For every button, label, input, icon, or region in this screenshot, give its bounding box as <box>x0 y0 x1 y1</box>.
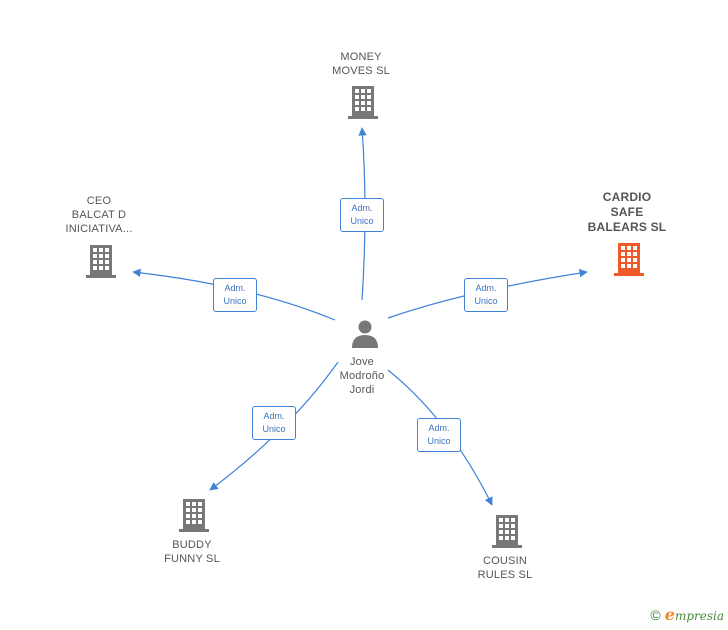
edge-label-buddy[interactable]: Adm. Unico <box>252 406 296 440</box>
edge-label-cousin[interactable]: Adm. Unico <box>417 418 461 452</box>
building-icon[interactable] <box>347 85 379 119</box>
company-label-buddy[interactable]: BUDDY FUNNY SL <box>164 539 220 565</box>
edge-label-ceo[interactable]: Adm. Unico <box>213 278 257 312</box>
edge-label-cardio[interactable]: Adm. Unico <box>464 278 508 312</box>
brand-logo-initial: e <box>664 605 675 624</box>
company-label-cardio[interactable]: CARDIO SAFE BALEARS SL <box>587 190 667 234</box>
edge-label-money[interactable]: Adm. Unico <box>340 198 384 232</box>
person-label[interactable]: Jove Modroño Jordi <box>339 356 385 396</box>
building-icon[interactable] <box>491 514 523 548</box>
company-label-ceo[interactable]: CEO BALCAT D INICIATIVA... <box>65 195 133 235</box>
brand-logo-text: mpresia <box>674 609 724 623</box>
building-icon[interactable] <box>85 244 117 278</box>
person-icon[interactable] <box>350 318 380 348</box>
building-icon[interactable] <box>613 242 645 276</box>
company-label-money[interactable]: MONEY MOVES SL <box>332 51 390 77</box>
footer-brand: ©empresia <box>650 605 724 624</box>
copyright-symbol: © <box>650 607 661 623</box>
building-icon[interactable] <box>178 498 210 532</box>
company-label-cousin[interactable]: COUSIN RULES SL <box>477 555 533 581</box>
